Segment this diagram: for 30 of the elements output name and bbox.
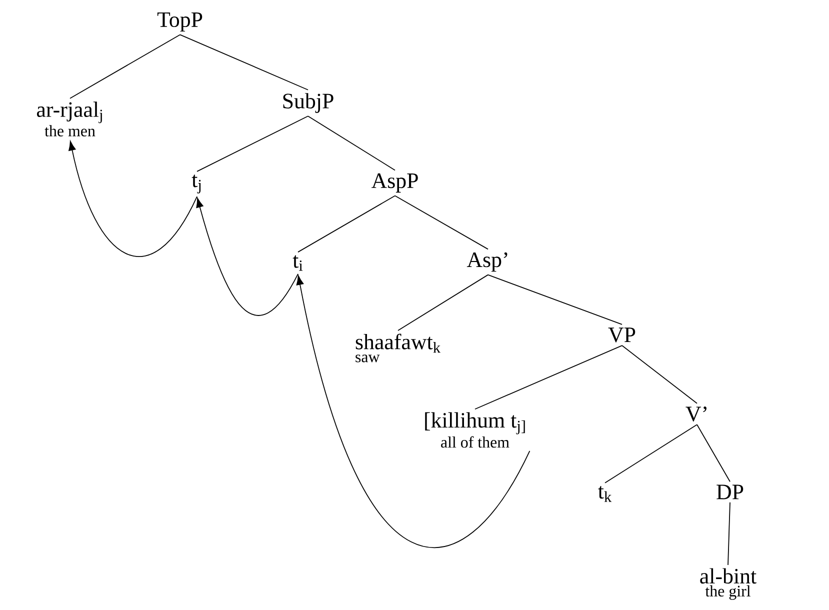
tree-branch [180,34,308,90]
tree-label: VP [608,328,636,342]
tree-label: AspP [371,173,418,193]
tree-branch [70,34,180,99]
movement-arrow [196,198,298,316]
tree-branch [696,424,730,482]
tree-branch [196,116,308,172]
tree-label: Asp’ [466,252,508,272]
word-with-gloss: al-bint the girl [700,568,756,600]
word-with-gloss: shaafawt$_{k}$ saw [356,334,441,362]
tree-branch [474,345,622,410]
movement-arrow [68,141,198,257]
movement-arrow [296,275,530,548]
tree-label: t$_{k}$ [598,486,612,502]
tree-branch [728,502,730,566]
tree-label: SubjP [283,93,334,113]
tree-branch [398,274,488,331]
word-with-gloss: ar-rjaal$_{j}$ the men [36,102,102,136]
tree-branch [488,274,622,325]
tree-branch [298,195,396,253]
tree-branch [308,116,396,171]
tree-label: t$_{j}$ [192,174,201,194]
word-with-gloss: [killihum t$_{j]}$ all of them [425,412,525,448]
tree-label: TopP [157,12,202,32]
tree-label: t$_{i}$ [292,255,303,271]
tree-label: V’ [686,406,706,422]
tree-branch [604,424,698,484]
tree-branch [622,345,698,404]
tree-branch [394,195,488,250]
tree-label: DP [716,484,744,500]
